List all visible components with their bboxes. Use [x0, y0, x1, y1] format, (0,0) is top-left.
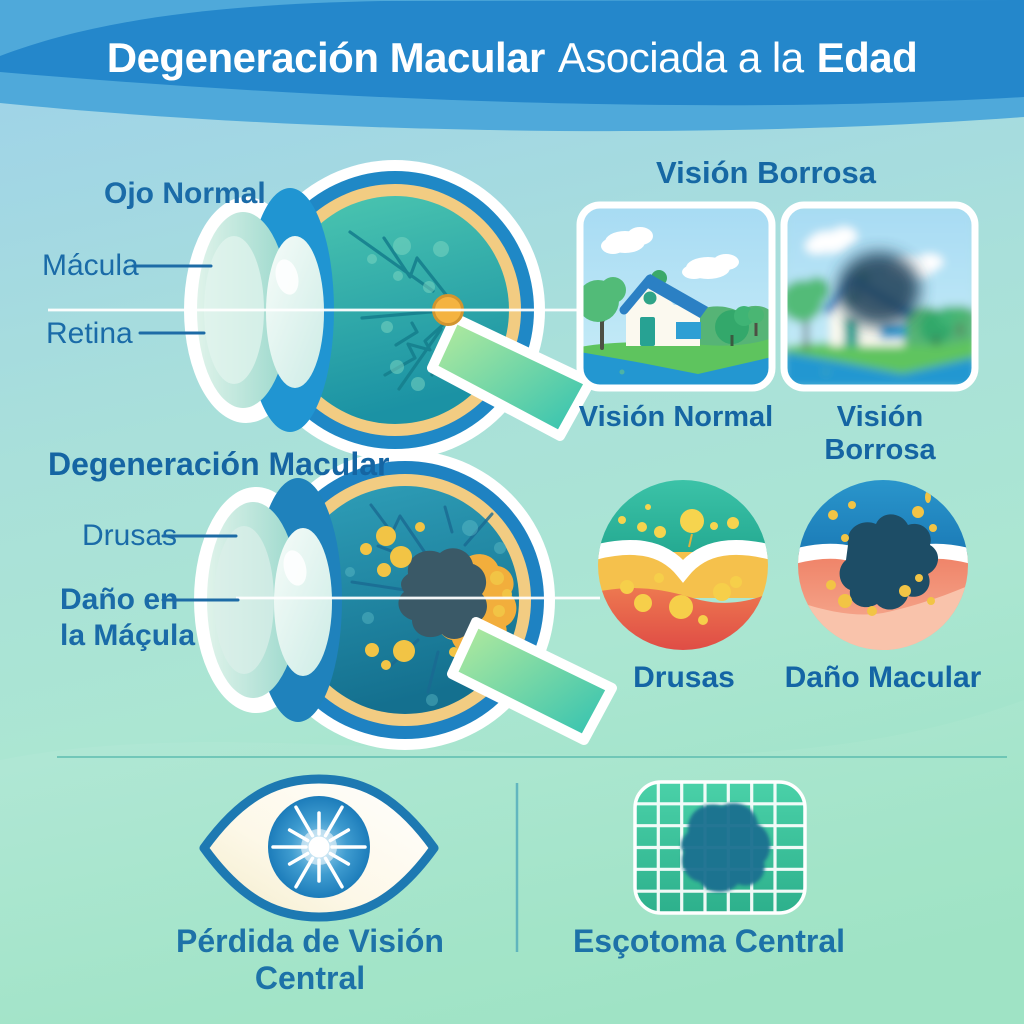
macular-damage-caption: Daño Macular: [784, 661, 982, 694]
lens: [274, 528, 332, 676]
macular-degeneration-heading: Degeneración Macular: [48, 446, 390, 482]
blurry-vision-heading: Visión Borrosa: [656, 155, 876, 190]
drusen-dots: [360, 522, 512, 670]
lens: [266, 236, 324, 388]
optic-nerve: [447, 617, 617, 745]
normal-eye-heading: Ojo Normal: [104, 177, 266, 210]
vision-blurry-caption: Visión Borrosa: [824, 401, 936, 466]
vision-normal-image: [576, 201, 776, 392]
title-bold-part2: Edad: [816, 34, 918, 81]
optic-nerve: [427, 313, 595, 441]
macular-damage-label: Daño en la Máçula: [60, 582, 195, 654]
retina-label: Retina: [46, 317, 133, 350]
damage-blob: [839, 514, 939, 610]
retina-spots: [367, 237, 465, 391]
central-vision-loss-caption: Pérdida de Visión Central: [176, 923, 444, 996]
drusen-circle-icon: [598, 480, 768, 650]
vision-normal-caption: Visión Normal: [578, 401, 774, 433]
macular-damage-label-line1: Daño en: [60, 583, 179, 616]
scotoma-blob: [681, 803, 771, 893]
normal-eye-diagram: [48, 160, 595, 460]
amsler-grid-icon: [633, 780, 807, 915]
macula-label: Mácula: [42, 249, 139, 282]
macular-damage-blob: [398, 548, 487, 639]
drusen-caption: Drusas: [633, 661, 735, 694]
header-wave: [0, 0, 1024, 132]
vision-blurred-image: [780, 201, 979, 392]
central-dark-blob: [838, 252, 920, 326]
title-bold-part1: Degeneración Macular: [106, 34, 546, 81]
deposit-dots: [620, 573, 742, 625]
central-scotoma-caption: Esçotoma Central: [572, 923, 846, 959]
drusen-label: Drusas: [82, 519, 178, 552]
drusen-dots: [826, 491, 937, 616]
drusen-dots: [618, 504, 739, 538]
label-lines: [131, 264, 240, 602]
eye-starburst-icon: [199, 774, 439, 922]
degenerated-eye-diagram: [194, 450, 617, 750]
macular-damage-label-line2: la Máçula: [60, 619, 196, 652]
page-title: Degeneración Macular Asociada a la Edad: [0, 34, 1024, 82]
macular-damage-circle-icon: [798, 480, 968, 650]
title-regular-part: Asociada a la: [557, 34, 804, 81]
